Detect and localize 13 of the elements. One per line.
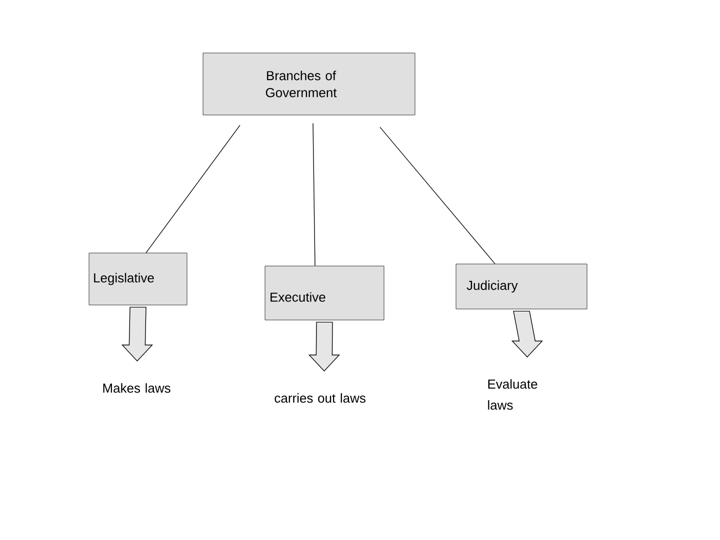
caption-text: Evaluate laws [488,379,538,410]
block-arrow [308,322,340,372]
text-box: Executive [264,266,384,320]
connector-line [380,126,496,264]
text-box: Branches of Government [202,52,416,116]
text-box: Legislative [88,252,188,306]
block-arrow [121,306,154,362]
caption-text: Makes laws [103,383,170,393]
text-box: Judiciary [456,264,588,310]
caption-text: carries out laws [274,393,366,403]
block-arrow [511,310,543,358]
connector-line [146,124,240,254]
connector-line [312,122,316,266]
